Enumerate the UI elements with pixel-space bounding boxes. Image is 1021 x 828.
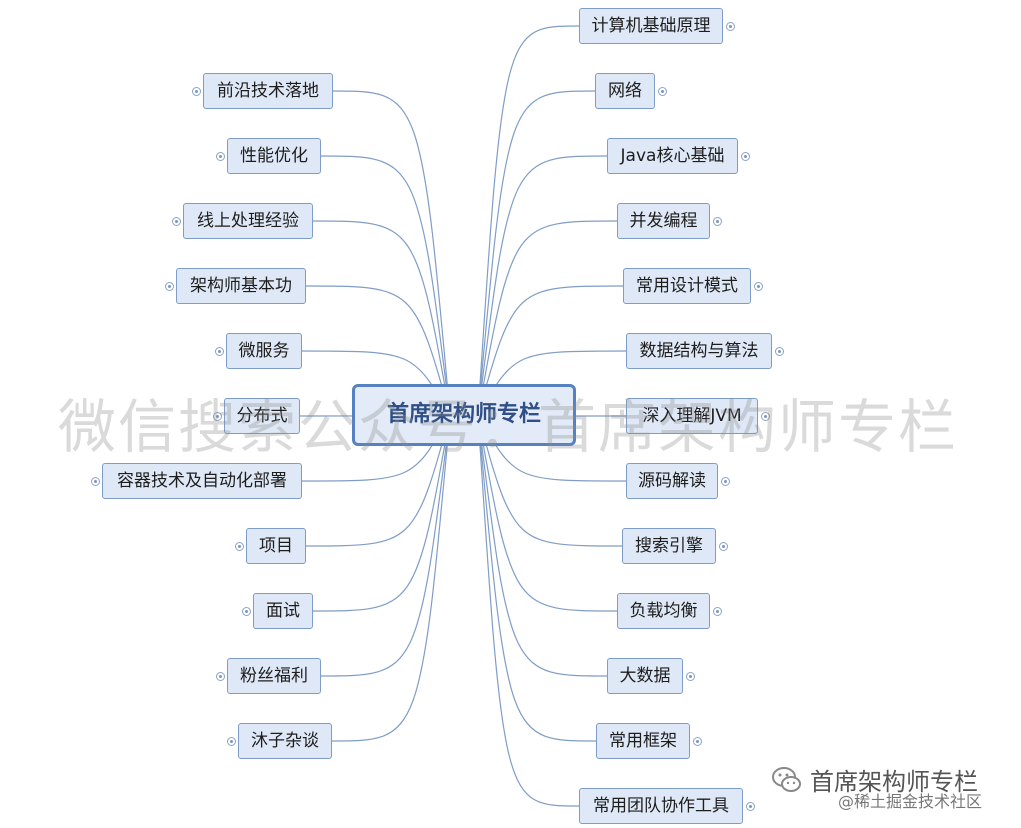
left-branch-node[interactable]: 架构师基本功 xyxy=(176,268,306,304)
connector-line xyxy=(477,414,597,742)
connector-line xyxy=(320,155,451,416)
right-branch-node[interactable]: 数据结构与算法 xyxy=(626,333,772,369)
left-branch-node[interactable]: 线上处理经验 xyxy=(183,203,313,239)
left-branch-node[interactable]: 微服务 xyxy=(226,333,302,369)
connector-line xyxy=(312,220,451,416)
connector-line xyxy=(477,220,618,416)
expand-toggle-icon[interactable] xyxy=(761,411,770,421)
expand-toggle-icon[interactable] xyxy=(686,671,695,681)
connector-line xyxy=(477,90,596,416)
right-branch-node[interactable]: 负载均衡 xyxy=(617,593,710,629)
connector-line xyxy=(477,285,624,416)
expand-toggle-icon[interactable] xyxy=(165,281,174,291)
right-branch-node[interactable]: Java核心基础 xyxy=(607,138,738,174)
expand-toggle-icon[interactable] xyxy=(741,151,750,161)
right-branch-node[interactable]: 并发编程 xyxy=(617,203,710,239)
expand-toggle-icon[interactable] xyxy=(754,281,763,291)
right-branch-node[interactable]: 网络 xyxy=(595,73,655,109)
expand-toggle-icon[interactable] xyxy=(693,736,702,746)
right-branch-node[interactable]: 常用团队协作工具 xyxy=(579,788,743,824)
connector-line xyxy=(320,414,451,677)
footer-brand: 首席架构师专栏 xyxy=(770,762,978,797)
expand-toggle-icon[interactable] xyxy=(91,476,100,486)
left-branch-node[interactable]: 前沿技术落地 xyxy=(203,73,333,109)
footer-brand-text: 首席架构师专栏 xyxy=(810,768,978,796)
expand-toggle-icon[interactable] xyxy=(227,736,236,746)
left-branch-node[interactable]: 分布式 xyxy=(224,398,300,434)
expand-toggle-icon[interactable] xyxy=(726,21,735,31)
expand-toggle-icon[interactable] xyxy=(721,476,730,486)
connector-line xyxy=(477,414,618,612)
expand-toggle-icon[interactable] xyxy=(216,151,225,161)
right-branch-node[interactable]: 源码解读 xyxy=(626,463,718,499)
right-branch-node[interactable]: 大数据 xyxy=(607,658,683,694)
connector-line xyxy=(305,285,451,416)
connector-line xyxy=(331,414,451,742)
right-branch-node[interactable]: 常用设计模式 xyxy=(623,268,751,304)
connector-line xyxy=(477,414,608,677)
expand-toggle-icon[interactable] xyxy=(192,86,201,96)
root-node[interactable]: 首席架构师专栏 xyxy=(352,384,576,446)
connector-line xyxy=(477,155,608,416)
expand-toggle-icon[interactable] xyxy=(746,801,755,811)
left-branch-node[interactable]: 容器技术及自动化部署 xyxy=(102,463,302,499)
right-branch-node[interactable]: 深入理解JVM xyxy=(626,398,758,434)
left-branch-node[interactable]: 面试 xyxy=(253,593,313,629)
connector-line xyxy=(477,414,623,547)
expand-toggle-icon[interactable] xyxy=(235,541,244,551)
right-branch-node[interactable]: 计算机基础原理 xyxy=(579,8,723,44)
expand-toggle-icon[interactable] xyxy=(658,86,667,96)
left-branch-node[interactable]: 项目 xyxy=(246,528,306,564)
expand-toggle-icon[interactable] xyxy=(215,346,224,356)
expand-toggle-icon[interactable] xyxy=(719,541,728,551)
expand-toggle-icon[interactable] xyxy=(172,216,181,226)
wechat-icon xyxy=(772,766,801,792)
connector-line xyxy=(332,90,451,416)
expand-toggle-icon[interactable] xyxy=(713,216,722,226)
connector-line xyxy=(477,25,580,416)
expand-toggle-icon[interactable] xyxy=(213,411,222,421)
connector-line xyxy=(312,414,451,612)
left-branch-node[interactable]: 沐子杂谈 xyxy=(238,723,332,759)
expand-toggle-icon[interactable] xyxy=(713,606,722,616)
left-branch-node[interactable]: 粉丝福利 xyxy=(227,658,321,694)
right-branch-node[interactable]: 常用框架 xyxy=(596,723,690,759)
expand-toggle-icon[interactable] xyxy=(775,346,784,356)
connector-line xyxy=(305,414,451,547)
expand-toggle-icon[interactable] xyxy=(216,671,225,681)
right-branch-node[interactable]: 搜索引擎 xyxy=(622,528,716,564)
footer-sub-text: @稀土掘金技术社区 xyxy=(838,792,983,811)
connector-line xyxy=(477,414,580,807)
expand-toggle-icon[interactable] xyxy=(242,606,251,616)
left-branch-node[interactable]: 性能优化 xyxy=(227,138,321,174)
